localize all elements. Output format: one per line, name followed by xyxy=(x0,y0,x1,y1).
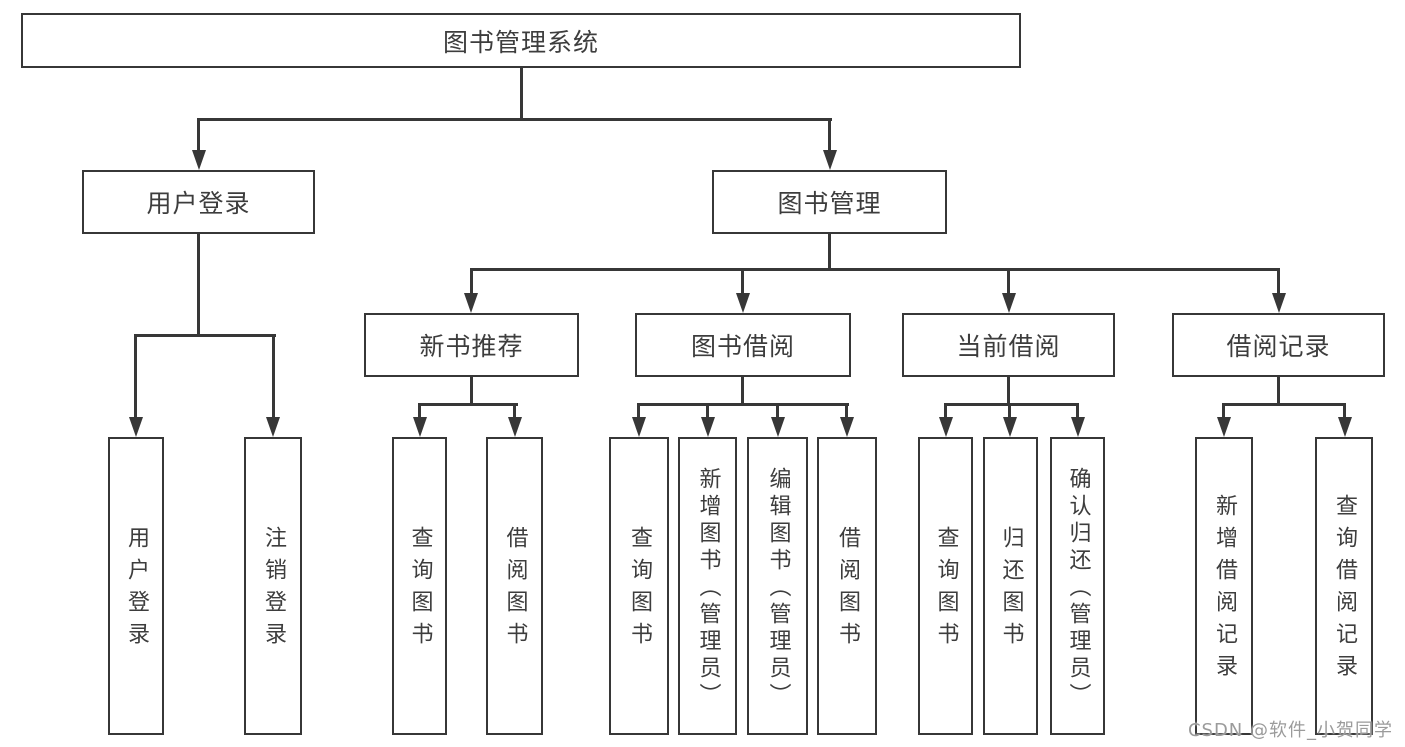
arrowhead-cb-confirm xyxy=(1071,417,1085,437)
leaf-logout: 注销登录 xyxy=(244,437,302,735)
node-borrow-records: 借阅记录 xyxy=(1172,313,1385,377)
node-new-book-recommend: 新书推荐 xyxy=(364,313,579,377)
connector-root-branch xyxy=(198,118,832,121)
connector-nb-stem xyxy=(470,375,473,406)
connector-cb-stem xyxy=(1007,375,1010,406)
arrowhead-br-add xyxy=(1217,417,1231,437)
connector-to-nb-query xyxy=(418,403,421,419)
arrowhead-bb-add xyxy=(701,417,715,437)
node-root-label: 图书管理系统 xyxy=(442,27,599,57)
arrowhead-nb-borrow xyxy=(508,417,522,437)
leaf-cb-return-books: 归还图书 xyxy=(983,437,1038,735)
connector-to-bb-edit xyxy=(776,403,779,419)
leaf-nb-query-books: 查询图书 xyxy=(392,437,447,735)
connector-to-bb-query xyxy=(637,403,640,419)
connector-to-cb-return xyxy=(1008,403,1011,419)
connector-to-cb-confirm xyxy=(1076,403,1079,419)
arrowhead-user-login xyxy=(192,150,206,170)
node-book-management-label: 图书管理 xyxy=(777,189,882,218)
node-book-borrow-label: 图书借阅 xyxy=(690,332,795,361)
connector-to-cb-query xyxy=(944,403,947,419)
node-root-system: 图书管理系统 xyxy=(21,13,1021,68)
arrowhead-new-book xyxy=(464,293,478,313)
arrowhead-book-borrow xyxy=(736,293,750,313)
arrowhead-br-query xyxy=(1338,417,1352,437)
connector-root-stem xyxy=(520,66,523,121)
connector-to-br-query xyxy=(1343,403,1346,419)
connector-user-login-stem xyxy=(197,232,200,337)
node-borrow-records-label: 借阅记录 xyxy=(1226,332,1331,361)
arrowhead-leaf-logout xyxy=(266,417,280,437)
leaf-nb-borrow-books: 借阅图书 xyxy=(486,437,543,735)
leaf-bb-add-books-admin: 新增图书（管理员） xyxy=(678,437,737,735)
node-current-borrow-label: 当前借阅 xyxy=(956,332,1061,361)
connector-book-mgmt-stem xyxy=(828,232,831,271)
connector-book-mgmt-branch xyxy=(470,268,1280,271)
connector-user-login-branch xyxy=(134,334,276,337)
node-user-login-label: 用户登录 xyxy=(146,189,251,218)
connector-to-bb-add xyxy=(706,403,709,419)
arrowhead-borrow-records xyxy=(1272,293,1286,313)
connector-to-new-book xyxy=(470,268,473,296)
connector-nb-branch xyxy=(418,403,518,406)
connector-to-leaf-login xyxy=(134,334,137,419)
connector-to-user-login xyxy=(197,118,200,152)
connector-to-bb-borrow xyxy=(845,403,848,419)
arrowhead-bb-query xyxy=(632,417,646,437)
connector-to-book-borrow xyxy=(741,268,744,296)
connector-to-current-borrow xyxy=(1007,268,1010,296)
connector-to-leaf-logout xyxy=(272,334,275,419)
arrowhead-cb-query xyxy=(939,417,953,437)
arrowhead-leaf-login xyxy=(129,417,143,437)
leaf-bb-borrow-books: 借阅图书 xyxy=(817,437,877,735)
node-user-login: 用户登录 xyxy=(82,170,315,234)
node-book-borrow: 图书借阅 xyxy=(635,313,851,377)
leaf-br-add-record: 新增借阅记录 xyxy=(1195,437,1253,735)
leaf-bb-edit-books-admin: 编辑图书（管理员） xyxy=(747,437,808,735)
connector-to-nb-borrow xyxy=(513,403,516,419)
arrowhead-bb-borrow xyxy=(840,417,854,437)
leaf-bb-query-books: 查询图书 xyxy=(609,437,669,735)
csdn-watermark: CSDN @软件_小贺同学 xyxy=(1187,720,1393,741)
leaf-cb-query-books: 查询图书 xyxy=(918,437,973,735)
connector-br-stem xyxy=(1277,375,1280,406)
connector-to-book-management xyxy=(828,118,831,152)
connector-to-borrow-records xyxy=(1277,268,1280,296)
arrowhead-cb-return xyxy=(1003,417,1017,437)
arrowhead-book-management xyxy=(823,150,837,170)
connector-bb-stem xyxy=(741,375,744,406)
node-new-book-recommend-label: 新书推荐 xyxy=(419,332,524,361)
leaf-cb-confirm-return-admin: 确认归还（管理员） xyxy=(1050,437,1105,735)
connector-bb-branch xyxy=(637,403,849,406)
connector-to-br-add xyxy=(1222,403,1225,419)
node-book-management: 图书管理 xyxy=(712,170,947,234)
connector-cb-branch xyxy=(944,403,1079,406)
arrowhead-current-borrow xyxy=(1002,293,1016,313)
leaf-user-login: 用户登录 xyxy=(108,437,164,735)
node-current-borrow: 当前借阅 xyxy=(902,313,1115,377)
connector-br-branch xyxy=(1222,403,1346,406)
arrowhead-bb-edit xyxy=(771,417,785,437)
leaf-br-query-record: 查询借阅记录 xyxy=(1315,437,1373,735)
arrowhead-nb-query xyxy=(413,417,427,437)
